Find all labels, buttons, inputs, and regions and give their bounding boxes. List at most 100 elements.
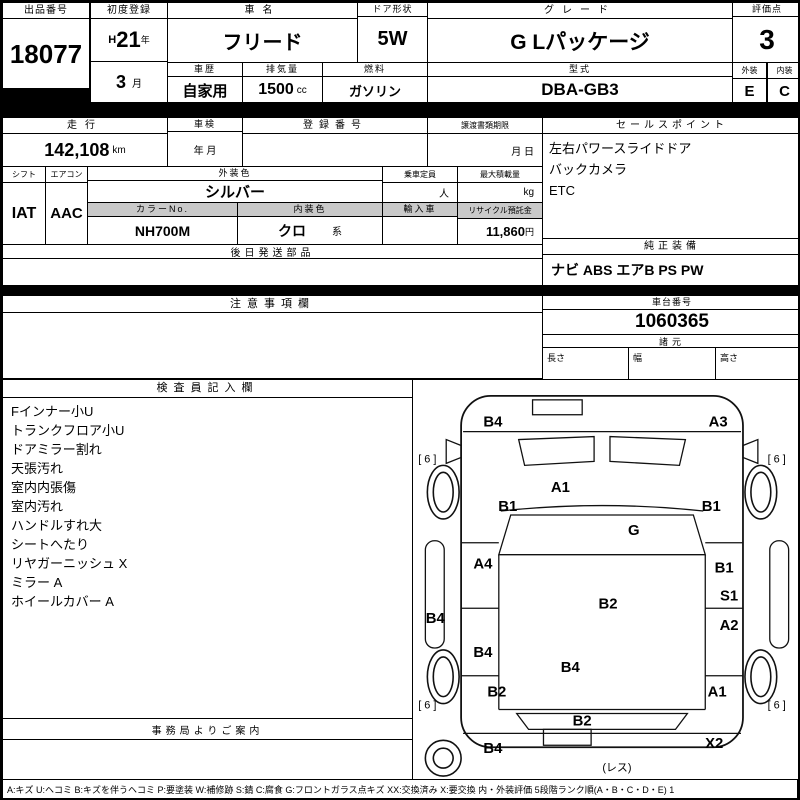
spec-length-cell: 長さ bbox=[542, 347, 629, 380]
score-value: 3 bbox=[759, 23, 775, 55]
spec-height-label: 高さ bbox=[720, 353, 739, 363]
legend-bar: A:キズ U:ヘコミ B:キズを伴うヘコミ P:要塗装 W:補修跡 S:錆 C:… bbox=[2, 779, 798, 798]
aircon-cell: エアコン AAC bbox=[45, 166, 88, 245]
wheel-rear-left-inner bbox=[432, 656, 454, 698]
diagram-label: B2 bbox=[487, 685, 506, 701]
mileage-value: 142,108 bbox=[44, 139, 110, 160]
chassis-number-label: 車台番号 bbox=[543, 296, 798, 310]
year-unit: 年 bbox=[140, 35, 150, 46]
diagram-label: [ 6 ] bbox=[418, 700, 436, 712]
windshield bbox=[497, 514, 707, 556]
exterior-color-value: シルバー bbox=[204, 184, 265, 201]
equipment-value: ナビ ABS エアB PS PW bbox=[551, 262, 704, 278]
office-info-header: 事務局よりご案内 bbox=[2, 718, 413, 740]
mirror-left bbox=[445, 438, 462, 465]
wheel-rear-right bbox=[744, 649, 778, 705]
fuel-cell: 燃料 ガソリン bbox=[322, 62, 428, 104]
interior-color-suffix: 系 bbox=[332, 227, 342, 238]
diagram-label: A1 bbox=[551, 480, 570, 496]
color-number-cell: カラーNo. NH700M bbox=[87, 202, 238, 245]
wheel-rear-left bbox=[426, 649, 460, 705]
import-car-label: 輸入車 bbox=[383, 203, 457, 217]
interior-color-label: 内装色 bbox=[238, 203, 382, 217]
inspector-note: 室内内張傷 bbox=[11, 480, 77, 495]
reg-year: 21 bbox=[116, 26, 141, 52]
spec-height-cell: 高さ bbox=[715, 347, 798, 380]
rear-license-plate bbox=[542, 728, 592, 746]
interior-grade-value: C bbox=[779, 82, 790, 100]
door-shape-label: ドア形状 bbox=[358, 3, 427, 17]
side-sill-right bbox=[769, 540, 790, 649]
recycle-fee-row: 11,860 円 bbox=[458, 219, 542, 244]
separator-bar-left bbox=[2, 88, 90, 104]
first-registration-label: 初度登録 bbox=[91, 3, 167, 19]
chassis-number-value: 1060365 bbox=[635, 311, 709, 332]
diagram-label: [ 6 ] bbox=[768, 700, 786, 712]
registration-number-label: 登録番号 bbox=[243, 118, 427, 134]
inspector-notes-cell: 検査員記入欄 Fインナー小U トランクフロア小U ドアミラー割れ 天張汚れ 室内… bbox=[2, 379, 413, 780]
spare-tire bbox=[424, 739, 462, 777]
shift-value: IAT bbox=[11, 204, 37, 222]
fuel-label: 燃料 bbox=[323, 63, 427, 77]
aircon-label: エアコン bbox=[46, 167, 87, 183]
diagram-label: A2 bbox=[720, 618, 739, 634]
displacement-cell: 排気量 1500 cc bbox=[242, 62, 323, 104]
model-code-cell: 型式 DBA-GB3 bbox=[427, 62, 733, 104]
car-name-cell: 車名 フリード bbox=[167, 2, 358, 63]
mirror-right bbox=[742, 438, 759, 465]
inspector-note: リヤガーニッシュ X bbox=[11, 556, 128, 571]
diagram-label: B4 bbox=[483, 741, 503, 757]
exterior-grade-cell: 外装 E bbox=[732, 62, 767, 104]
era-letter: H bbox=[108, 33, 117, 46]
diagram-label: A4 bbox=[473, 557, 493, 573]
displacement-unit: cc bbox=[296, 84, 307, 96]
sales-points-cell: セールスポイント 左右パワースライドドア バックカメラ ETC bbox=[542, 117, 798, 239]
payload-cell: 最大積載量 kg bbox=[457, 166, 543, 203]
interior-color-row: クロ 系 bbox=[238, 217, 382, 244]
displacement-value: 1500 bbox=[258, 81, 294, 98]
inspector-note: 室内汚れ bbox=[11, 499, 64, 514]
transfer-deadline-cell: 譲渡書類期限 月 日 bbox=[427, 117, 543, 167]
exterior-grade-value: E bbox=[744, 82, 755, 100]
equipment-cell: 純正装備 ナビ ABS エアB PS PW bbox=[542, 238, 798, 286]
car-history-cell: 車歴 自家用 bbox=[167, 62, 243, 104]
recycle-fee-label: リサイクル預託金 bbox=[458, 203, 542, 219]
wheel-rear-right-inner bbox=[750, 656, 772, 698]
later-parts-header: 後日発送部品 bbox=[2, 244, 543, 259]
side-sill-left bbox=[424, 540, 445, 649]
aircon-value: AAC bbox=[50, 205, 83, 222]
wheel-front-left bbox=[426, 464, 460, 520]
right-door-lines bbox=[705, 542, 743, 677]
sales-point: バックカメラ bbox=[549, 162, 628, 177]
lot-number-cell: 出品番号 18077 bbox=[2, 2, 90, 90]
wheel-front-right bbox=[744, 464, 778, 520]
front-license-plate bbox=[531, 399, 583, 416]
month-unit: 月 bbox=[132, 78, 142, 90]
diagram-label: A3 bbox=[709, 415, 728, 431]
left-door-lines bbox=[461, 542, 499, 677]
diagram-label: B1 bbox=[498, 499, 517, 515]
mileage-label: 走行 bbox=[3, 118, 167, 134]
payload-label: 最大積載量 bbox=[458, 167, 542, 183]
transfer-deadline-value: 月 日 bbox=[511, 146, 534, 158]
inspector-note: 天張汚れ bbox=[11, 461, 64, 476]
car-history-value: 自家用 bbox=[182, 82, 228, 100]
diagram-label: B1 bbox=[702, 499, 721, 515]
diagram-label: X2 bbox=[705, 736, 723, 752]
headlight-left bbox=[517, 435, 595, 467]
door-shape-value: 5W bbox=[377, 28, 408, 50]
exterior-color-cell: 外装色 シルバー bbox=[87, 166, 383, 203]
diagram-label: [ 6 ] bbox=[418, 453, 436, 465]
color-number-label: カラーNo. bbox=[88, 203, 237, 217]
model-code-value: DBA-GB3 bbox=[541, 80, 619, 99]
inspector-note: Fインナー小U bbox=[11, 404, 94, 419]
shift-cell: シフト IAT bbox=[2, 166, 46, 245]
caution-notes-value bbox=[3, 313, 542, 378]
recycle-fee-cell: リサイクル預託金 11,860 円 bbox=[457, 202, 543, 245]
caution-notes-cell: 注意事項欄 bbox=[2, 295, 543, 379]
